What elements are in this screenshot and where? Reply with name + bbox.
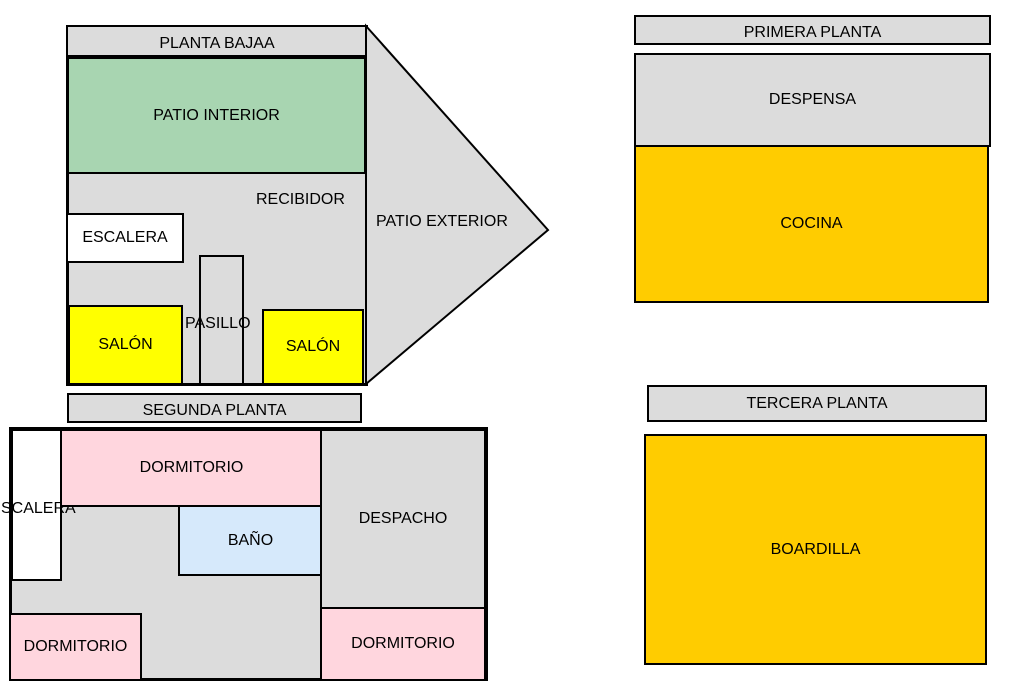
primera-planta-title: PRIMERA PLANTA [634, 15, 991, 45]
salon-left-room: SALÓN [68, 305, 183, 385]
cocina-room: COCINA [634, 145, 989, 303]
recibidor-label: RECIBIDOR [256, 191, 345, 208]
dormitorio-bottom-left-label: DORMITORIO [23, 638, 128, 655]
despacho-label: DESPACHO [358, 510, 448, 527]
escalera-segunda-label: SCALERA [1, 500, 76, 517]
pasillo-room [199, 255, 244, 385]
despensa-label: DESPENSA [768, 91, 857, 108]
patio-interior-room: PATIO INTERIOR [67, 57, 366, 174]
segunda-planta-title: SEGUNDA PLANTA [67, 393, 362, 423]
primera-planta-title-text: PRIMERA PLANTA [743, 24, 882, 41]
planta-baja-title: PLANTA BAJAA [66, 25, 368, 57]
dormitorio-top-room: DORMITORIO [60, 429, 323, 507]
salon-left-label: SALÓN [98, 336, 153, 353]
despacho-room: DESPACHO [320, 429, 486, 609]
salon-right-label: SALÓN [285, 338, 341, 355]
pasillo-label: PASILLO [185, 315, 251, 332]
bano-room: BAÑO [178, 505, 323, 576]
dormitorio-top-label: DORMITORIO [139, 459, 244, 476]
tercera-planta-title-text: TERCERA PLANTA [746, 394, 888, 412]
patio-exterior-label: PATIO EXTERIOR [376, 213, 508, 230]
tercera-planta-title: TERCERA PLANTA [647, 385, 987, 422]
bano-label: BAÑO [227, 531, 274, 549]
dormitorio-bottom-right-label: DORMITORIO [351, 635, 455, 652]
despensa-room: DESPENSA [634, 53, 991, 147]
patio-interior-label: PATIO INTERIOR [153, 106, 280, 124]
segunda-planta-title-text: SEGUNDA PLANTA [142, 402, 287, 419]
escalera-label: ESCALERA [82, 229, 168, 246]
dormitorio-bottom-left-room: DORMITORIO [9, 613, 142, 681]
salon-right-room: SALÓN [262, 309, 364, 385]
dormitorio-bottom-right-room: DORMITORIO [320, 607, 486, 681]
patio-exterior-polygon [365, 23, 550, 387]
escalera-planta-baja: ESCALERA [66, 213, 184, 263]
planta-baja-title-text: PLANTA BAJAA [159, 34, 275, 52]
boardilla-label: BOARDILLA [770, 540, 861, 558]
cocina-label: COCINA [780, 215, 843, 232]
boardilla-room: BOARDILLA [644, 434, 987, 665]
